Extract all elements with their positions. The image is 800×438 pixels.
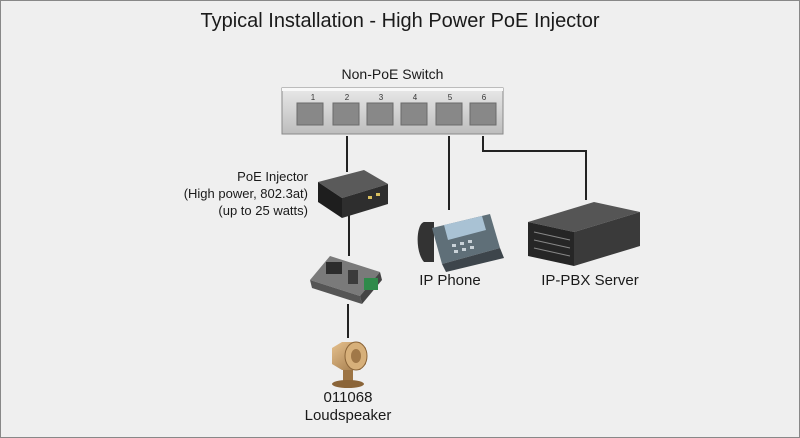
- switch: 1 2 3 4 5 6: [281, 87, 504, 135]
- switch-port-5: [435, 102, 463, 126]
- ip-pbx-server-label: IP-PBX Server: [541, 272, 639, 289]
- diagram-title: Typical Installation - High Power PoE In…: [200, 10, 600, 32]
- loudspeaker-model: 011068: [323, 389, 373, 406]
- switch-port-1: [296, 102, 324, 126]
- switch-port-4: [400, 102, 428, 126]
- port-number-2: 2: [345, 93, 350, 102]
- injector-label: PoE Injector (High power, 802.3at) (up t…: [140, 168, 308, 219]
- port-number-6: 6: [482, 93, 487, 102]
- loudspeaker-label: Loudspeaker: [304, 407, 392, 424]
- switch-port-3: [366, 102, 394, 126]
- poe-injector: [318, 170, 388, 218]
- cables: [346, 136, 587, 338]
- port-number-3: 3: [379, 93, 384, 102]
- switch-label: Non-PoE Switch: [341, 66, 444, 82]
- ip-phone-label: IP Phone: [419, 272, 481, 289]
- ip-pbx-server: [528, 202, 640, 266]
- loudspeaker: [332, 341, 368, 388]
- injector-label-line2: (High power, 802.3at): [183, 186, 308, 201]
- injector-label-line1: PoE Injector: [237, 169, 308, 184]
- switch-port-6: [469, 102, 497, 126]
- cable-switch-to-server: [482, 136, 587, 200]
- port-number-4: 4: [413, 93, 418, 102]
- injector-label-line3: (up to 25 watts): [218, 203, 308, 218]
- port-number-5: 5: [448, 93, 453, 102]
- port-number-1: 1: [311, 93, 316, 102]
- ip-phone: [417, 214, 504, 272]
- switch-port-2: [332, 102, 360, 126]
- switch-ports: [296, 102, 497, 126]
- interface-module: [310, 256, 382, 304]
